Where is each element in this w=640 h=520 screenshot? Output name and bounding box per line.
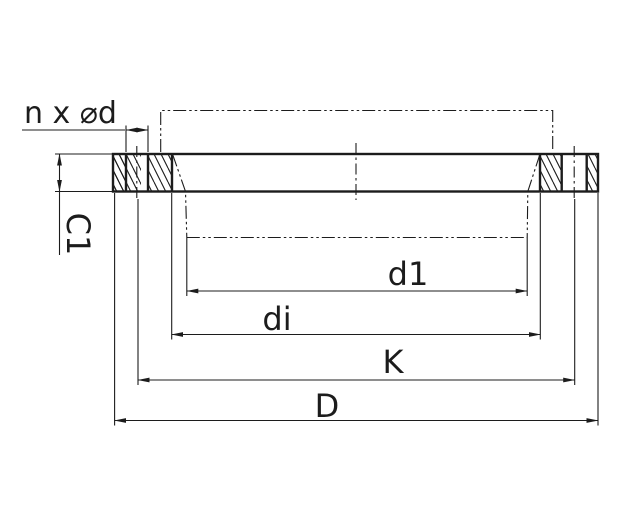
dimension-lines [22, 127, 599, 423]
label-raised-face-diameter: d1 [388, 255, 429, 293]
phantom-slant-right [526, 153, 541, 238]
phantom-top-path [160, 109, 554, 152]
phantom-bolt-projection [160, 109, 554, 239]
label-inner-diameter: di [262, 300, 291, 338]
hatch-left-outer [113, 154, 126, 192]
label-bolt-holes: n x ⌀d [24, 96, 117, 131]
dimension-labels: n x ⌀d C1 d1 di K D [24, 96, 428, 425]
centerlines [136, 143, 575, 200]
extension-lines [55, 125, 599, 426]
label-thickness: C1 [59, 213, 97, 256]
hatch-right-inner [540, 154, 562, 192]
hatch-right-outer [586, 154, 598, 192]
label-bolt-circle: K [383, 343, 405, 381]
label-outer-diameter: D [315, 387, 340, 425]
hatch-left-inner [148, 154, 172, 192]
phantom-slant-left [171, 153, 188, 238]
